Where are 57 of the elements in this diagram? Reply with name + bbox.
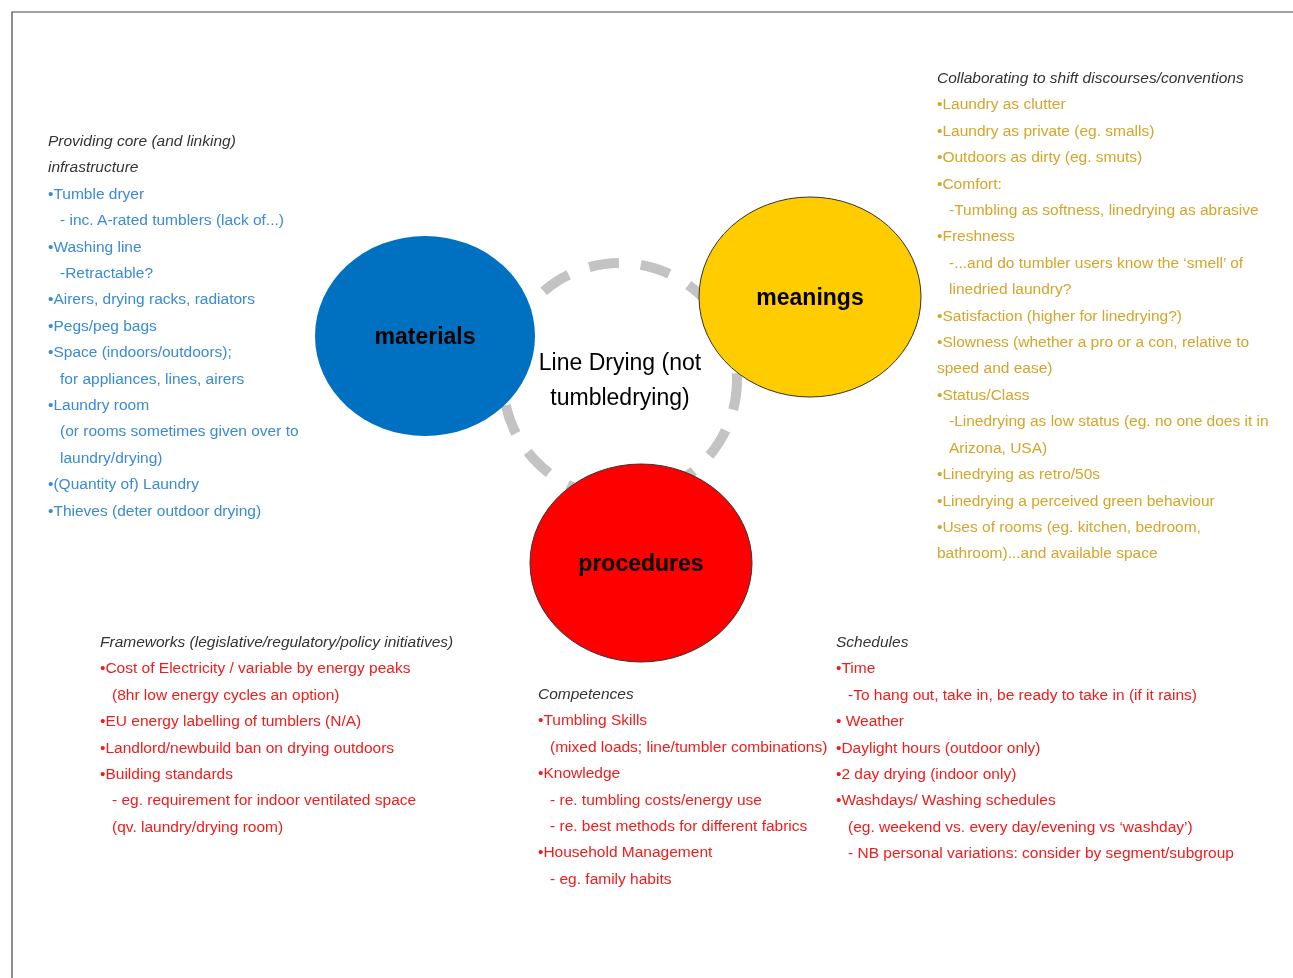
list-item: •Freshness [937,226,1016,247]
list-item: •Building standards [100,764,234,785]
list-item: •Uses of rooms (eg. kitchen, bedroom, bathroom)...and available space [937,516,1202,564]
list-item: •Washdays/ Washing schedules [836,790,1057,811]
list-item: •Satisfaction (higher for linedrying?) [937,305,1183,326]
section-heading: Collaborating to shift discourses/conventions [937,68,1245,88]
list-item: -Retractable? [59,263,155,284]
list-item: •Linedrying a perceived green behaviour [937,490,1216,511]
list-item: •Thieves (deter outdoor drying) [48,500,263,521]
list-item: •Status/Class [937,384,1031,405]
node-label: Line Drying (not tumbledrying) [537,348,703,412]
list-item: •Linedrying as retro/50s [937,464,1102,485]
list-item: •Pegs/peg bags [48,315,158,336]
section-heading: Providing core (and linking) infrastructure [48,131,237,178]
node-label: materials [373,322,477,350]
list-item: •Outdoors as dirty (eg. smuts) [937,147,1144,168]
list-item: • Weather [836,711,906,732]
list-item: -To hang out, take in, be ready to take in (if it rains) [847,684,1198,705]
section-heading: Competences [538,684,635,704]
list-item: •Household Management [538,842,714,863]
list-item: •Laundry as private (eg. smalls) [937,120,1156,141]
section-heading: Frameworks (legislative/regulatory/policy initiatives) [100,632,455,652]
list-item: -Tumbling as softness, linedrying as abrasive [948,200,1260,221]
list-item: •Space (indoors/outdoors); [48,342,233,363]
node-label: meanings [755,283,865,311]
list-item: •EU energy labelling of tumblers (N/A) [100,711,363,732]
list-item: •2 day drying (indoor only) [836,764,1018,785]
list-item: •(Quantity of) Laundry [48,474,201,495]
section-heading: Schedules [836,632,910,652]
list-item: - eg. family habits [549,868,673,889]
list-item: - eg. requirement for indoor ventilated space [111,790,418,811]
list-item: •Comfort: [937,173,1003,194]
list-item: -Linedrying as low status (eg. no one does it in Arizona, USA) [948,411,1270,458]
list-item: (mixed loads; line/tumbler combinations) [549,736,829,757]
list-item: •Landlord/newbuild ban on drying outdoors [100,737,396,758]
list-item: •Laundry as clutter [937,94,1067,115]
list-item: •Daylight hours (outdoor only) [836,737,1042,758]
list-item: •Time [836,658,877,679]
list-item: •Laundry room [48,395,151,416]
list-item: •Tumble dryer [48,183,146,204]
list-item: •Tumbling Skills [538,710,649,731]
list-item: •Knowledge [538,763,622,784]
list-item: for appliances, lines, airers [59,368,246,389]
list-item: - re. best methods for different fabrics [549,816,809,837]
list-item: - inc. A-rated tumblers (lack of...) [59,210,285,231]
list-item: -...and do tumbler users know the ‘smell’ of linedried laundry? [948,252,1245,300]
list-item: (qv. laundry/drying room) [111,816,285,837]
list-item: •Washing line [48,236,143,257]
list-item: •Airers, drying racks, radiators [48,289,256,310]
list-item: •Slowness (whether a pro or a con, relative to speed and ease) [937,332,1251,379]
list-item: (8hr low energy cycles an option) [111,684,341,705]
list-item: (eg. weekend vs. every day/evening vs ‘washday’) [847,816,1194,837]
list-item: - re. tumbling costs/energy use [549,789,763,810]
list-item: - NB personal variations: consider by segment/subgroup [847,843,1235,864]
list-item: (or rooms sometimes given over to laundry/drying) [59,421,300,468]
list-item: •Cost of Electricity / variable by energy peaks [100,658,412,679]
node-label: procedures [577,549,705,577]
